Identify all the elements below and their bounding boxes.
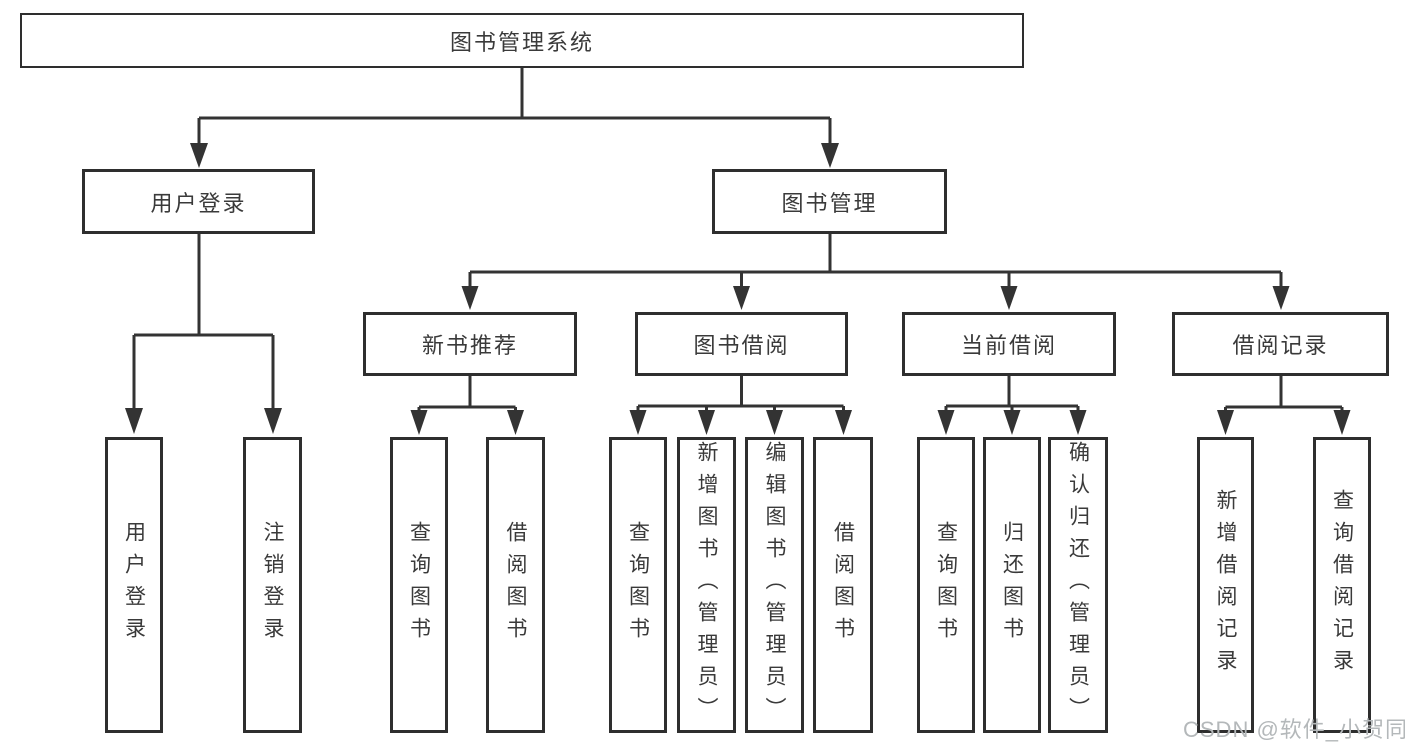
- arrow-down-icon: [629, 410, 647, 435]
- arrow-down-icon: [1003, 410, 1021, 435]
- node-current-borrowing: 当前借阅: [902, 312, 1116, 376]
- leaf-borrow-books-label: 借阅图书: [831, 521, 855, 649]
- connector-user-login-to-leaves: [125, 233, 282, 434]
- leaf-return-books-label: 归还图书: [1000, 521, 1024, 649]
- arrow-down-icon: [461, 286, 479, 310]
- leaf-query-books-current: 查询图书: [917, 437, 975, 733]
- arrow-down-icon: [698, 410, 715, 435]
- csdn-watermark: CSDN @软件_小贺同学: [1183, 717, 1405, 742]
- connector-current-borrowing-to-leaves: [937, 376, 1087, 435]
- arrow-down-icon: [190, 143, 208, 168]
- arrow-down-icon: [937, 410, 955, 435]
- connector-borrowing-records-to-leaves: [1217, 376, 1351, 435]
- connector-book-management-to-level3: [461, 233, 1290, 310]
- node-user-login-label: 用户登录: [150, 190, 247, 216]
- leaf-borrow-books: 借阅图书: [813, 437, 873, 733]
- connector-new-book-to-leaves: [410, 376, 524, 435]
- leaf-borrow-books-recommend: 借阅图书: [486, 437, 545, 733]
- leaf-query-borrow-record: 查询借阅记录: [1313, 437, 1371, 733]
- leaf-edit-books-admin-label: 编辑图书（管理员）: [763, 441, 787, 729]
- leaf-query-books-borrowing: 查询图书: [609, 437, 667, 733]
- arrow-down-icon: [507, 410, 524, 435]
- leaf-query-books-recommend-label: 查询图书: [407, 521, 431, 649]
- arrow-down-icon: [1333, 410, 1351, 435]
- leaf-add-books-admin-label: 新增图书（管理员）: [695, 441, 719, 729]
- arrow-down-icon: [821, 143, 839, 168]
- arrow-down-icon: [125, 408, 143, 434]
- node-book-borrowing: 图书借阅: [635, 312, 848, 376]
- leaf-query-books-recommend: 查询图书: [390, 437, 448, 733]
- node-new-book-recommend-label: 新书推荐: [421, 333, 518, 358]
- leaf-logout-login: 注销登录: [243, 437, 302, 733]
- leaf-return-books: 归还图书: [983, 437, 1041, 733]
- node-root: 图书管理系统: [20, 13, 1024, 68]
- node-new-book-recommend: 新书推荐: [363, 312, 577, 376]
- arrow-down-icon: [1000, 286, 1018, 310]
- leaf-user-login-label: 用户登录: [122, 521, 146, 649]
- leaf-edit-books-admin: 编辑图书（管理员）: [745, 437, 804, 733]
- leaf-logout-login-label: 注销登录: [261, 521, 285, 649]
- arrow-down-icon: [1069, 410, 1087, 435]
- node-user-login: 用户登录: [82, 169, 315, 234]
- node-root-label: 图书管理系统: [449, 29, 594, 55]
- connector-book-borrowing-to-leaves: [629, 376, 852, 435]
- node-book-management-label: 图书管理: [781, 190, 878, 216]
- node-borrowing-records: 借阅记录: [1172, 312, 1389, 376]
- arrow-down-icon: [264, 408, 282, 434]
- node-book-management: 图书管理: [712, 169, 947, 234]
- leaf-user-login: 用户登录: [105, 437, 163, 733]
- arrow-down-icon: [733, 286, 750, 310]
- node-current-borrowing-label: 当前借阅: [960, 333, 1057, 358]
- leaf-confirm-return-admin-label: 确认归还（管理员）: [1066, 441, 1090, 729]
- node-borrowing-records-label: 借阅记录: [1232, 333, 1329, 358]
- leaf-query-books-current-label: 查询图书: [934, 521, 958, 649]
- leaf-borrow-books-recommend-label: 借阅图书: [504, 521, 528, 649]
- leaf-add-borrow-record: 新增借阅记录: [1197, 437, 1254, 733]
- arrow-down-icon: [835, 410, 852, 435]
- leaf-query-books-borrowing-label: 查询图书: [626, 521, 650, 649]
- leaf-confirm-return-admin: 确认归还（管理员）: [1048, 437, 1108, 733]
- arrow-down-icon: [1272, 286, 1290, 310]
- leaf-add-borrow-record-label: 新增借阅记录: [1214, 489, 1238, 681]
- node-book-borrowing-label: 图书借阅: [693, 333, 790, 358]
- leaf-query-borrow-record-label: 查询借阅记录: [1330, 489, 1354, 681]
- arrow-down-icon: [766, 410, 783, 435]
- arrow-down-icon: [410, 410, 428, 435]
- arrow-down-icon: [1217, 410, 1234, 435]
- connector-root-to-level2: [190, 66, 839, 168]
- leaf-add-books-admin: 新增图书（管理员）: [677, 437, 736, 733]
